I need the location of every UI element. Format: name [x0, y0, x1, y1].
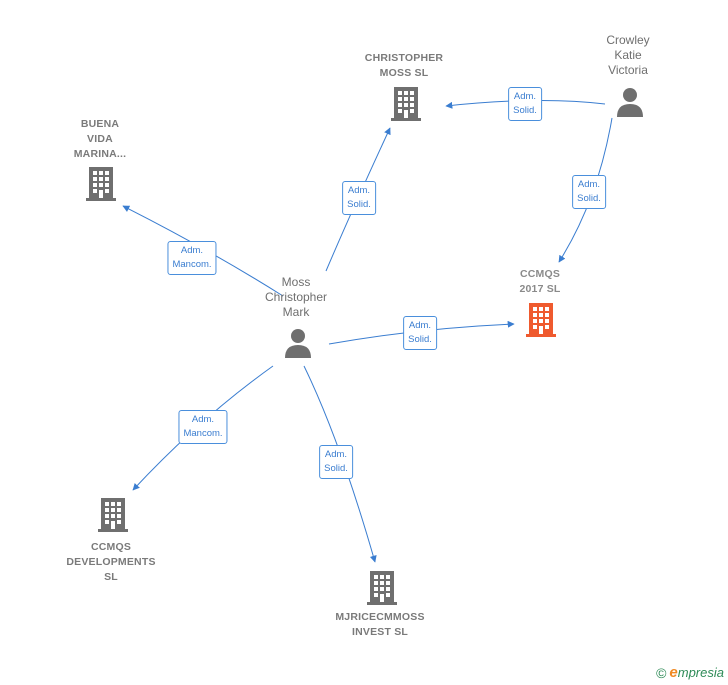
node-label-ccmqs-developments[interactable]: CCMQS DEVELOPMENTS SL — [66, 541, 156, 583]
building-icon[interactable] — [367, 571, 397, 605]
building-icon[interactable] — [98, 498, 128, 532]
building-icon[interactable] — [526, 303, 556, 337]
edge-label[interactable]: Adm. Solid. — [342, 181, 376, 215]
brand-logo: empresia — [669, 664, 724, 681]
node-label-moss-christopher[interactable]: Moss Christopher Mark — [264, 275, 328, 319]
node-label-crowley[interactable]: Crowley Katie Victoria — [606, 33, 650, 77]
copyright-symbol: © — [656, 664, 667, 681]
edge-label[interactable]: Adm. Mancom. — [167, 241, 217, 275]
edge-label[interactable]: Adm. Solid. — [572, 175, 606, 209]
building-icon[interactable] — [391, 87, 421, 121]
edge-label[interactable]: Adm. Mancom. — [178, 410, 228, 444]
edge-label[interactable]: Adm. Solid. — [319, 445, 353, 479]
person-icon[interactable] — [285, 329, 311, 358]
edge-label[interactable]: Adm. Solid. — [508, 87, 542, 121]
footer-brand: © empresia — [656, 664, 724, 681]
building-icon[interactable] — [86, 167, 116, 201]
node-label-mjricecmmoss[interactable]: MJRICECMMOSS INVEST SL — [335, 611, 425, 638]
node-label-christopher-moss-sl[interactable]: CHRISTOPHER MOSS SL — [364, 52, 444, 79]
edge-label[interactable]: Adm. Solid. — [403, 316, 437, 350]
node-label-ccmqs-2017[interactable]: CCMQS 2017 SL — [519, 268, 561, 295]
person-icon[interactable] — [617, 88, 643, 117]
node-label-buena-vida[interactable]: BUENA VIDA MARINA... — [73, 118, 127, 160]
